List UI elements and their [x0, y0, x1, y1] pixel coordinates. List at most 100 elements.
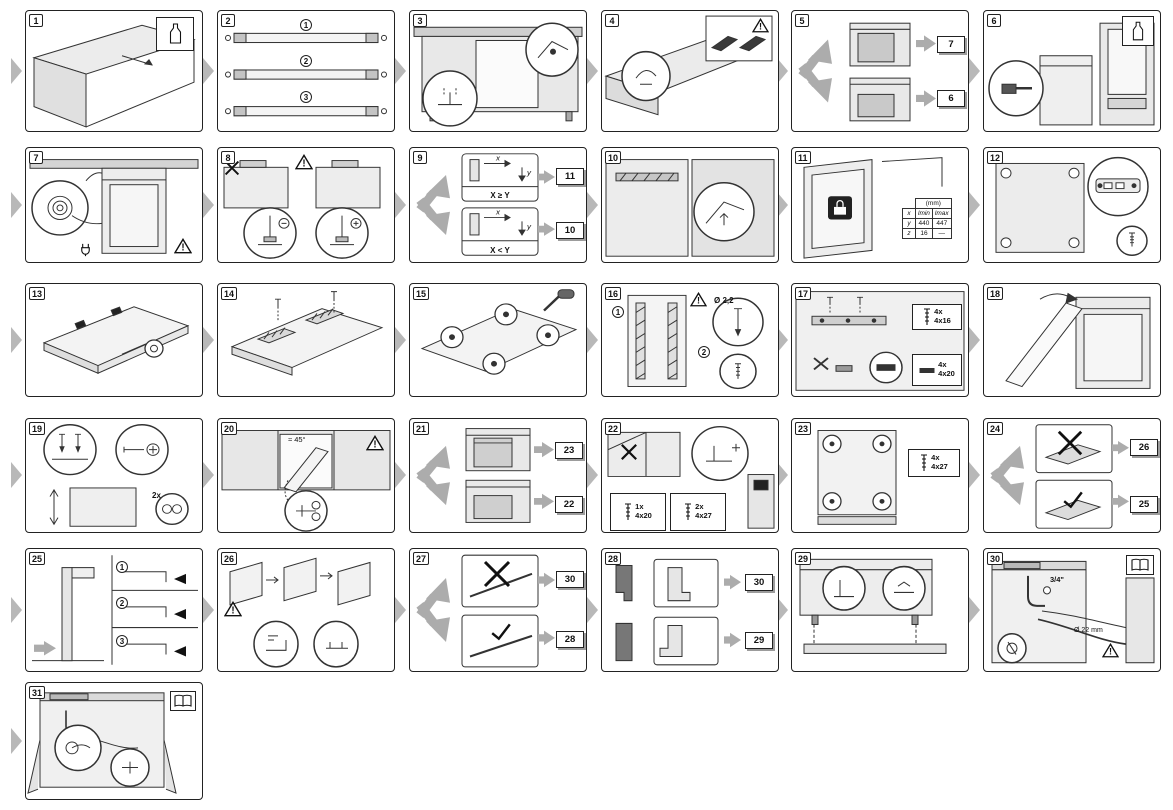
step-panel-8: 8 ! [217, 147, 395, 263]
sequence-arrow-icon [395, 192, 406, 218]
arrow-right-icon [916, 35, 936, 52]
arrow-right-icon [724, 574, 741, 590]
step-23-illustration [817, 430, 897, 525]
arrow-right-icon [1112, 494, 1129, 509]
step-number-19: 19 [29, 422, 46, 435]
sequence-arrow-icon [395, 58, 406, 84]
step-panel-13: 13 [25, 283, 203, 397]
step-panel-9: 9 x y x y X ≥ Y X < Y 11 10 [409, 147, 587, 263]
step-number-21: 21 [413, 422, 430, 435]
step-panel-6: 6 [983, 10, 1161, 132]
check-icon [1063, 491, 1083, 509]
step-number-27: 27 [413, 552, 430, 565]
step-1-illustration [32, 24, 196, 128]
step-16-illustration [627, 294, 764, 390]
step-2-illustration [225, 32, 387, 117]
step-panel-18: 18 [983, 283, 1161, 397]
svg-text:!: ! [231, 605, 234, 616]
step-number-1: 1 [29, 14, 43, 27]
step-number-16: 16 [605, 287, 622, 300]
hose-diameter-label: Ø 22 mm [1074, 627, 1103, 634]
step-number-24: 24 [987, 422, 1004, 435]
step-panel-31: 31 [25, 682, 203, 800]
step-22-illustration [607, 425, 775, 529]
manual-book-icon [1131, 558, 1149, 571]
substep-1: 1 [612, 306, 624, 318]
sequence-arrow-icon [969, 58, 980, 84]
step-12-illustration [995, 156, 1149, 256]
step-number-10: 10 [605, 151, 622, 164]
fork-arrow-icon [416, 175, 450, 235]
step-panel-19: 19 2x [25, 418, 203, 533]
sequence-arrow-icon [587, 597, 598, 623]
manual-book-icon [174, 694, 192, 707]
step-number-4: 4 [605, 14, 619, 27]
step-15-illustration [420, 289, 578, 375]
table-cell: x [902, 208, 916, 219]
y-dim-label: y [526, 168, 532, 177]
sequence-arrow-icon [203, 597, 214, 623]
sequence-arrow-icon [11, 597, 22, 623]
sequence-arrow-icon [969, 327, 980, 353]
substep-1: 1 [116, 561, 128, 573]
step-ref-28: 28 [556, 631, 584, 648]
screw-size: 4x27 [695, 511, 712, 520]
step-number-2: 2 [221, 14, 235, 27]
screw-size: 4x16 [934, 316, 951, 325]
step-number-25: 25 [29, 552, 46, 565]
step-number-28: 28 [605, 552, 622, 565]
leveling-aid-box [1122, 16, 1154, 46]
sequence-arrow-icon [395, 327, 406, 353]
condition-label: X < Y [490, 246, 510, 255]
sequence-arrow-icon [969, 192, 980, 218]
arrow-right-icon [724, 632, 741, 648]
arrow-right-icon [534, 493, 554, 510]
step-panel-1: 1 [25, 10, 203, 132]
power-plug-icon [81, 243, 90, 257]
sequence-arrow-icon [969, 597, 980, 623]
warning-icon: ! [295, 154, 313, 169]
step-ref-6: 6 [937, 90, 965, 107]
table-cell: z [902, 228, 916, 239]
step-panel-26: 26 ! [217, 548, 395, 672]
screw-size: 4x27 [931, 462, 948, 471]
table-cell: 16 [915, 228, 933, 239]
step-11-illustration [803, 157, 943, 259]
fork-arrow-icon [416, 577, 450, 643]
step-ref-22: 22 [555, 496, 583, 513]
screw-icon [924, 308, 931, 325]
screw-size: 4x20 [635, 511, 652, 520]
sequence-arrow-icon [203, 462, 214, 488]
step-18-illustration [1005, 292, 1151, 389]
substep-2: 2 [300, 55, 312, 67]
sequence-arrow-icon [11, 462, 22, 488]
cross-icon [621, 444, 637, 460]
arrow-right-icon [916, 90, 936, 107]
sequence-arrow-icon [203, 58, 214, 84]
table-cell: 447 [931, 218, 952, 229]
step-ref-7: 7 [937, 36, 965, 53]
cross-icon [483, 560, 511, 588]
table-cell [903, 199, 916, 209]
step-ref-23: 23 [555, 442, 583, 459]
sequence-arrow-icon [777, 597, 788, 623]
warning-icon: ! [174, 238, 192, 253]
sequence-arrow-icon [777, 192, 788, 218]
sequence-arrow-icon [587, 192, 598, 218]
x-dim-label: x [495, 154, 501, 163]
step-number-11: 11 [795, 151, 811, 164]
step-number-5: 5 [795, 14, 809, 27]
drill-diameter-label: Ø 2,2 [714, 296, 734, 305]
screw-icon [685, 503, 692, 520]
sequence-arrow-icon [587, 327, 598, 353]
step-8-illustration [223, 160, 381, 259]
sequence-arrow-icon [777, 327, 788, 353]
condition-label: X ≥ Y [490, 191, 510, 200]
step-25-illustration [32, 555, 198, 665]
step-panel-21: 21 23 22 [409, 418, 587, 533]
